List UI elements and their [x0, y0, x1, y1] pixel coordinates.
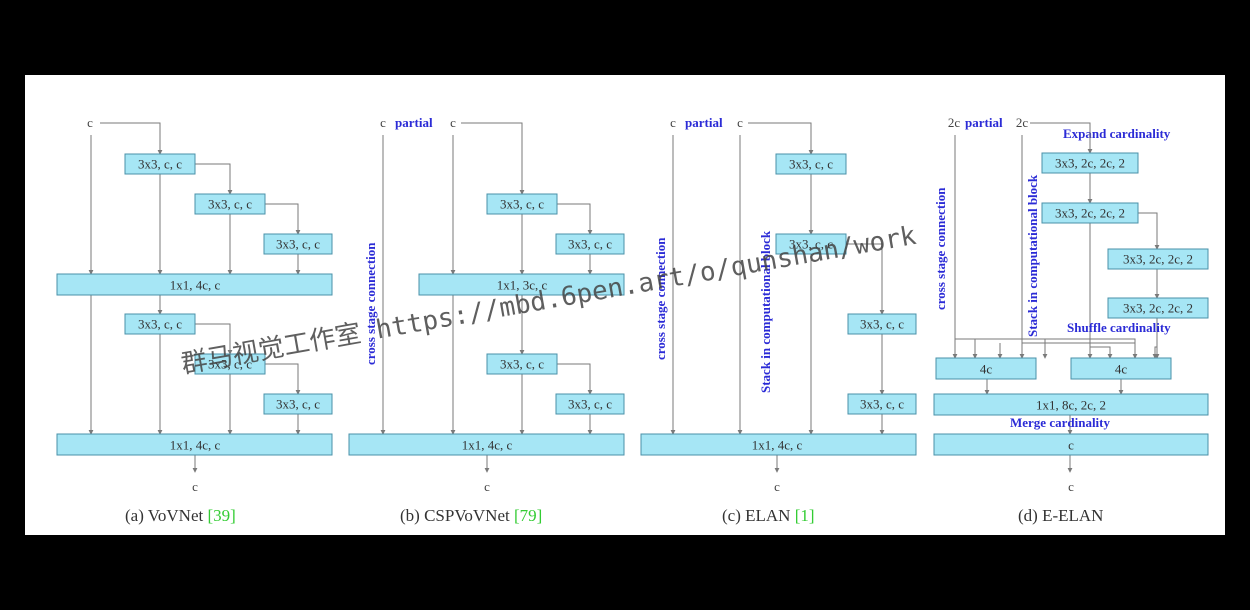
- panel-d-input-right: 2c: [1016, 115, 1029, 130]
- panel-c-block-3: 3x3, c, c: [847, 313, 917, 335]
- panel-a-caption: (a) VoVNet [39]: [125, 506, 236, 525]
- panel-c-partial: partial: [685, 115, 723, 130]
- panel-a-block-1: 3x3, c, c: [124, 153, 196, 175]
- panel-b-block-3: 3x3, c, c: [486, 353, 558, 375]
- svg-text:3x3, c, c: 3x3, c, c: [208, 197, 252, 212]
- svg-text:c: c: [1068, 438, 1074, 453]
- panel-d-transition: 1x1, 8c, 2c, 2: [933, 393, 1209, 416]
- svg-text:3x3, 2c, 2c, 2: 3x3, 2c, 2c, 2: [1123, 301, 1193, 316]
- panel-b-side-label: cross stage connection: [363, 242, 378, 365]
- panel-a-transition-1: 1x1, 4c, c: [56, 273, 333, 296]
- panel-c-output: c: [774, 479, 780, 494]
- panel-b-caption: (b) CSPVoVNet [79]: [400, 506, 542, 525]
- svg-text:3x3, c, c: 3x3, c, c: [789, 157, 833, 172]
- panel-b-transition-1: 1x1, 3c, c: [418, 273, 625, 296]
- svg-text:1x1, 4c, c: 1x1, 4c, c: [462, 438, 513, 453]
- svg-text:1x1, 8c, 2c, 2: 1x1, 8c, 2c, 2: [1036, 398, 1106, 413]
- panel-d-input-left: 2c: [948, 115, 961, 130]
- panel-b-partial: partial: [395, 115, 433, 130]
- panel-d-e-elan: 2c partial 2c Expand cardinality cross s…: [933, 115, 1209, 525]
- figure-panel: c 3x3, c, c 3x3, c, c 3x3, c, c 1x1, 4c,…: [25, 75, 1225, 535]
- panel-d-caption: (d) E-ELAN: [1018, 506, 1103, 525]
- panel-d-block-2: 3x3, 2c, 2c, 2: [1041, 202, 1139, 224]
- panel-b-block-4: 3x3, c, c: [555, 393, 625, 415]
- svg-text:3x3, c, c: 3x3, c, c: [568, 237, 612, 252]
- svg-text:4c: 4c: [980, 362, 993, 377]
- panel-d-merge-label: Merge cardinality: [1010, 415, 1110, 430]
- panel-d-merge: c: [933, 433, 1209, 456]
- svg-text:1x1, 4c, c: 1x1, 4c, c: [170, 278, 221, 293]
- panel-b-transition-2: 1x1, 4c, c: [348, 433, 625, 456]
- panel-d-block-1: 3x3, 2c, 2c, 2: [1041, 152, 1139, 174]
- panel-b-cspvovnet: c partial c cross stage connection 3x3, …: [348, 115, 625, 525]
- svg-text:3x3, c, c: 3x3, c, c: [138, 157, 182, 172]
- panel-d-side-label-2: Stack in computational block: [1025, 174, 1040, 337]
- svg-text:3x3, c, c: 3x3, c, c: [500, 357, 544, 372]
- panel-d-partial: partial: [965, 115, 1003, 130]
- svg-text:3x3, 2c, 2c, 2: 3x3, 2c, 2c, 2: [1123, 252, 1193, 267]
- panel-d-output: c: [1068, 479, 1074, 494]
- panel-d-shuffle-label: Shuffle cardinality: [1067, 320, 1171, 335]
- panel-a-block-2: 3x3, c, c: [194, 193, 266, 215]
- panel-d-block-4: 3x3, 2c, 2c, 2: [1107, 297, 1209, 319]
- panel-a-output: c: [192, 479, 198, 494]
- svg-text:3x3, c, c: 3x3, c, c: [789, 237, 833, 252]
- svg-text:1x1, 4c, c: 1x1, 4c, c: [752, 438, 803, 453]
- svg-text:3x3, 2c, 2c, 2: 3x3, 2c, 2c, 2: [1055, 206, 1125, 221]
- svg-text:1x1, 4c, c: 1x1, 4c, c: [170, 438, 221, 453]
- panel-d-block-3: 3x3, 2c, 2c, 2: [1107, 248, 1209, 270]
- panel-c-transition: 1x1, 4c, c: [640, 433, 917, 456]
- svg-text:3x3, c, c: 3x3, c, c: [276, 397, 320, 412]
- svg-text:3x3, c, c: 3x3, c, c: [276, 237, 320, 252]
- panel-a-block-5: 3x3, c, c: [194, 353, 266, 375]
- panel-b-input-right: c: [450, 115, 456, 130]
- panel-a-block-3: 3x3, c, c: [263, 233, 333, 255]
- svg-text:3x3, c, c: 3x3, c, c: [500, 197, 544, 212]
- svg-text:3x3, c, c: 3x3, c, c: [860, 397, 904, 412]
- svg-text:3x3, 2c, 2c, 2: 3x3, 2c, 2c, 2: [1055, 156, 1125, 171]
- panel-a-vovnet: c 3x3, c, c 3x3, c, c 3x3, c, c 1x1, 4c,…: [56, 115, 333, 525]
- panel-d-group-1: 4c: [935, 357, 1037, 380]
- panel-c-input-right: c: [737, 115, 743, 130]
- svg-text:1x1, 3c, c: 1x1, 3c, c: [497, 278, 548, 293]
- svg-text:3x3, c, c: 3x3, c, c: [138, 317, 182, 332]
- svg-text:3x3, c, c: 3x3, c, c: [860, 317, 904, 332]
- svg-text:3x3, c, c: 3x3, c, c: [568, 397, 612, 412]
- panel-b-block-1: 3x3, c, c: [486, 193, 558, 215]
- panel-d-expand-label: Expand cardinality: [1063, 126, 1171, 141]
- panel-a-transition-2: 1x1, 4c, c: [56, 433, 333, 456]
- panel-c-block-1: 3x3, c, c: [775, 153, 847, 175]
- panel-a-input: c: [87, 115, 93, 130]
- panel-c-caption: (c) ELAN [1]: [722, 506, 815, 525]
- panel-c-block-4: 3x3, c, c: [847, 393, 917, 415]
- svg-text:3x3, c, c: 3x3, c, c: [208, 357, 252, 372]
- panel-a-block-4: 3x3, c, c: [124, 313, 196, 335]
- panel-d-group-2: 4c: [1070, 357, 1172, 380]
- panel-b-input-left: c: [380, 115, 386, 130]
- architecture-diagram: c 3x3, c, c 3x3, c, c 3x3, c, c 1x1, 4c,…: [56, 115, 1209, 525]
- panel-c-elan: c partial c cross stage connection Stack…: [640, 115, 917, 525]
- panel-b-output: c: [484, 479, 490, 494]
- panel-d-side-label-1: cross stage connection: [933, 187, 948, 310]
- panel-c-side-label-2: Stack in computational block: [758, 230, 773, 393]
- panel-c-block-2: 3x3, c, c: [775, 233, 847, 255]
- panel-c-side-label-1: cross stage connection: [653, 237, 668, 360]
- panel-c-input-left: c: [670, 115, 676, 130]
- panel-a-block-6: 3x3, c, c: [263, 393, 333, 415]
- panel-b-block-2: 3x3, c, c: [555, 233, 625, 255]
- svg-text:4c: 4c: [1115, 362, 1128, 377]
